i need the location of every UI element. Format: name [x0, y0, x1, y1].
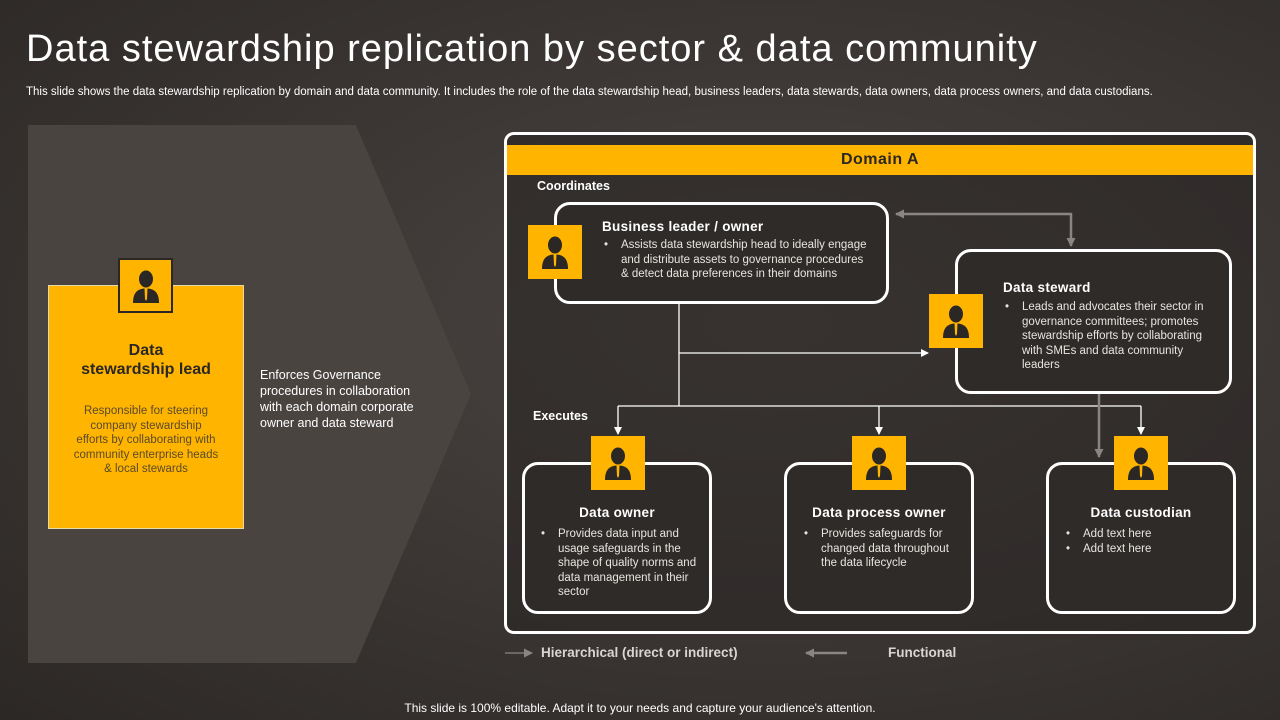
legend-functional-label: Functional [888, 645, 957, 660]
data-owner-card: Data owner Provides data input and usage… [522, 462, 712, 614]
list-item: Add text here [1064, 542, 1224, 557]
business-leader-bullets: Assists data stewardship head to ideally… [602, 238, 870, 282]
business-leader-card: Business leader / owner Assists data ste… [554, 202, 889, 304]
list-item: Assists data stewardship head to ideally… [602, 238, 870, 282]
lead-description: Responsible for steering company steward… [73, 405, 219, 475]
data-stewardship-lead-card [48, 285, 244, 529]
domain-header: Domain A [507, 145, 1253, 175]
list-item: Provides data input and usage safeguards… [539, 527, 699, 600]
business-leader-title: Business leader / owner [602, 219, 764, 234]
lead-title: Data stewardship lead [81, 342, 211, 378]
data-custodian-title: Data custodian [1090, 505, 1192, 520]
list-item: Leads and advocates their sector in gove… [1003, 300, 1223, 373]
data-process-owner-bullets: Provides safeguards for changed data thr… [802, 527, 964, 571]
person-icon [1114, 436, 1168, 490]
person-icon [929, 294, 983, 348]
data-steward-title: Data steward [1003, 280, 1091, 295]
domain-title: Domain A [840, 151, 920, 168]
person-icon [591, 436, 645, 490]
data-owner-title: Data owner [579, 505, 655, 520]
coordinates-label: Coordinates [537, 179, 610, 193]
person-icon [118, 258, 173, 313]
data-owner-bullets: Provides data input and usage safeguards… [539, 527, 699, 600]
data-process-owner-title: Data process owner [812, 505, 946, 520]
data-steward-bullets: Leads and advocates their sector in gove… [1003, 300, 1223, 373]
functional-arrow-leader-steward [895, 209, 1076, 247]
enforces-text: Enforces Governance procedures in collab… [260, 368, 414, 430]
person-icon [852, 436, 906, 490]
person-icon [528, 225, 582, 279]
data-steward-card: Data steward Leads and advocates their s… [955, 249, 1232, 394]
page-title: Data stewardship replication by sector &… [26, 28, 1038, 70]
footer-note: This slide is 100% editable. Adapt it to… [404, 701, 876, 715]
legend-hierarchical-label: Hierarchical (direct or indirect) [541, 645, 738, 660]
list-item: Add text here [1064, 527, 1224, 542]
executes-label: Executes [533, 409, 588, 423]
list-item: Provides safeguards for changed data thr… [802, 527, 964, 571]
data-custodian-bullets: Add text here Add text here [1064, 527, 1224, 556]
page-subtitle: This slide shows the data stewardship re… [26, 86, 1153, 98]
